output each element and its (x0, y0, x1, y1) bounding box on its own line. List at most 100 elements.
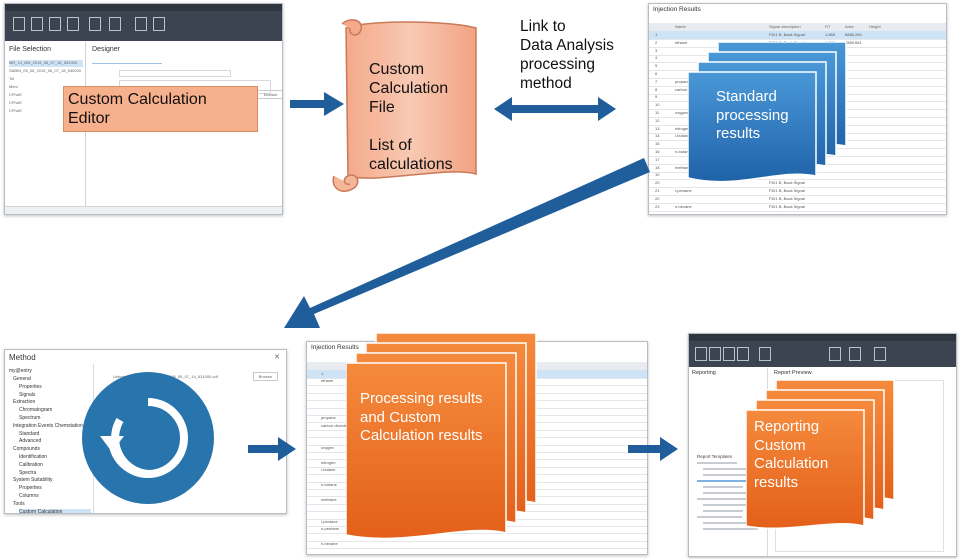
method-tree-item[interactable]: Spectra (19, 469, 37, 476)
table-row[interactable]: n-hexane (307, 540, 647, 550)
method-tree-item[interactable]: Calibration (19, 461, 43, 468)
method-tree-item[interactable]: System Suitability (13, 477, 53, 484)
method-tree-item[interactable]: Columns (19, 493, 39, 499)
header-height: Height (869, 24, 881, 29)
file-item[interactable]: CPhaS (9, 92, 22, 97)
report-icon-7[interactable] (849, 347, 861, 361)
file-item[interactable]: Tol (9, 76, 15, 81)
method-tree-item[interactable]: Spectrum (19, 415, 41, 421)
reporting-results-stack (746, 380, 895, 529)
report-icon-1[interactable] (695, 347, 707, 361)
method-browse-button[interactable]: Browse (252, 372, 278, 381)
report-template-item[interactable] (697, 498, 747, 500)
table-row[interactable]: n-pentane (307, 525, 647, 535)
file-item[interactable]: CPhaS (9, 100, 22, 105)
test-icon[interactable] (109, 17, 121, 31)
table-cell: FID1 B, Back Signal (769, 188, 805, 193)
table-cell: 1 (655, 32, 658, 37)
table-cell: oxygen (675, 110, 688, 115)
file-item[interactable]: SABIN_05_06_2015_06_07_18_540000 (9, 68, 82, 73)
method-close-icon[interactable]: ✕ (274, 354, 280, 361)
header-name: Name (675, 24, 686, 29)
table-cell: 7 (655, 78, 658, 84)
method-tree-item[interactable]: Compounds (13, 446, 40, 453)
report-icon-3[interactable] (723, 347, 735, 361)
report-template-item[interactable] (703, 492, 748, 494)
table-cell: n-hexane (321, 541, 338, 547)
file-item[interactable]: MR_14_MN_2015_06_07_18_531000 (9, 60, 83, 67)
report-template-item[interactable] (703, 510, 743, 512)
injection-results-bottom-title: Injection Results (311, 344, 359, 351)
report-template-item[interactable] (697, 480, 752, 482)
linked-file-row: Linked file MR_14006_3006_05_07_14_53100… (105, 372, 278, 382)
report-icon-6[interactable] (829, 347, 841, 361)
editor-ribbon (5, 11, 282, 41)
standard-results-stack (688, 42, 847, 183)
table-row[interactable]: 19 (649, 171, 946, 181)
new-icon[interactable] (13, 17, 25, 31)
table-cell: i-pentane (321, 519, 338, 524)
table-row[interactable] (307, 533, 647, 542)
method-tree-root[interactable]: my@entry (9, 368, 32, 374)
file-item[interactable]: Merc (9, 84, 18, 89)
designer-title: Designer (92, 46, 121, 53)
table-cell: 9 (655, 94, 658, 100)
table-cell: 18 (655, 164, 660, 170)
editor-status-bar (5, 206, 282, 214)
table-cell: 21 (655, 188, 660, 193)
report-icon-2[interactable] (709, 347, 721, 361)
save-as-icon[interactable] (67, 17, 79, 31)
header-signal: Signal description (769, 24, 801, 29)
reporting-pane-title: Reporting (692, 370, 716, 376)
check-icon[interactable] (89, 17, 101, 31)
file-item[interactable]: CPhaS (9, 108, 22, 113)
report-icon-4[interactable] (737, 347, 749, 361)
method-tree-item[interactable]: Advanced (19, 438, 42, 445)
table-row[interactable]: 1 FID1 B, Back Signal 1.665 8858.260 (649, 31, 946, 40)
table-cell: 1.665 (825, 32, 836, 37)
report-template-item[interactable] (703, 522, 753, 524)
report-template-item[interactable] (697, 516, 742, 518)
table-cell: 8858.260 (845, 32, 862, 37)
add-icon[interactable] (135, 17, 147, 31)
method-tree-item[interactable]: Tools (13, 500, 25, 507)
method-tree-item[interactable]: Standard (19, 430, 40, 437)
report-icon-5[interactable] (759, 347, 771, 361)
table-cell: FID1 B, Back Signal (769, 195, 805, 201)
browse-button[interactable]: Browse (257, 90, 282, 99)
report-template-item[interactable] (703, 504, 758, 506)
method-tree-item[interactable]: Properties (19, 383, 42, 390)
method-tree-item[interactable]: Custom Calculation (19, 508, 91, 513)
delete-icon[interactable] (153, 17, 165, 31)
save-icon[interactable] (49, 17, 61, 31)
table-cell: FID1 B, Back Signal (769, 32, 805, 37)
report-template-item[interactable] (697, 462, 737, 464)
method-tree-item[interactable]: General (13, 376, 31, 382)
method-tree-item[interactable]: Chromatogram (19, 407, 53, 414)
report-template-item[interactable] (703, 474, 753, 476)
report-template-item[interactable] (703, 486, 743, 488)
table-cell: FID1 B, Back Signal (769, 203, 805, 209)
method-tree-item[interactable]: Extraction (13, 399, 36, 406)
header-area: Area (845, 24, 854, 29)
open-icon[interactable] (31, 17, 43, 31)
table-cell: 15 (655, 141, 660, 147)
report-template-item[interactable] (703, 468, 748, 470)
table-cell: 10 (655, 102, 660, 108)
method-tree-item[interactable]: Identification (19, 454, 48, 460)
report-icon-8[interactable] (874, 347, 886, 361)
arrow-diagonal (284, 158, 650, 328)
table-cell: nitrogen (675, 125, 690, 131)
reporting-ribbon (689, 341, 956, 367)
method-tree-item[interactable]: Integration Events Chemstation (13, 422, 83, 429)
linked-file-value[interactable]: MR_14006_3006_05_07_14_531000.cdf (145, 374, 218, 379)
method-tree-item[interactable]: Properties (19, 485, 42, 492)
report-template-item[interactable] (703, 528, 758, 530)
table-cell: 3 (655, 47, 658, 53)
designer-field-1[interactable] (119, 70, 231, 77)
method-tree-item[interactable]: Signals (19, 391, 36, 398)
